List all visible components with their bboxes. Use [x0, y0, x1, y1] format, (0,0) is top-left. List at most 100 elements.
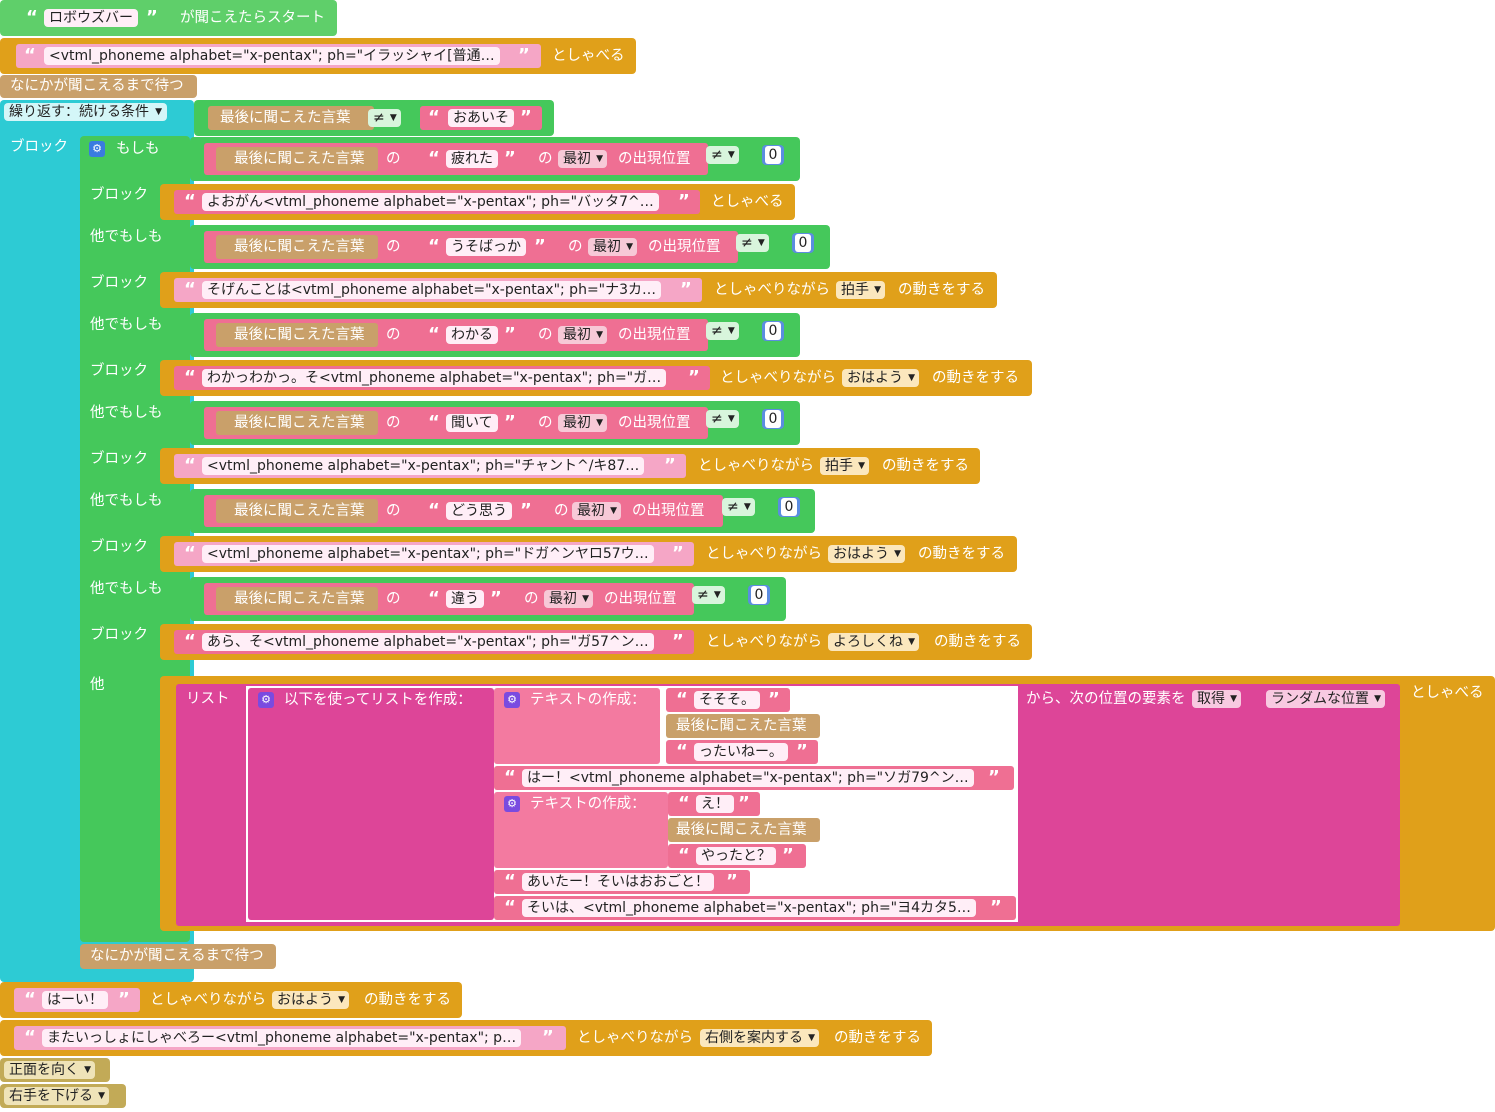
search-word-field[interactable]: わかる: [446, 326, 498, 344]
text-block[interactable]: “ ったいねー。 ”: [666, 740, 818, 764]
search-word-field[interactable]: 聞いて: [446, 414, 498, 432]
last-heard-block[interactable]: 最後に聞こえた言葉: [216, 411, 378, 435]
say-motion-block[interactable]: “ <vtml_phoneme alphabet="x-pentax"; ph=…: [160, 448, 980, 484]
text-join-block[interactable]: ⚙ テキストの作成：: [494, 688, 660, 764]
loop-condition-block[interactable]: 最後に聞こえた言葉 ≠▼ “ おあいそ ”: [194, 100, 554, 136]
say-motion-block[interactable]: “ またいっしょにしゃべろー<vtml_phoneme alphabet="x-…: [0, 1020, 932, 1056]
loop-mode-dropdown[interactable]: 繰り返す：続ける条件▼: [4, 103, 167, 121]
operator-dropdown[interactable]: ≠▼: [736, 234, 769, 252]
text-field[interactable]: やったと？: [696, 847, 776, 865]
position-mode-dropdown[interactable]: ランダムな位置▼: [1266, 690, 1385, 708]
text-block[interactable]: “ またいっしょにしゃべろー<vtml_phoneme alphabet="x-…: [14, 1026, 566, 1050]
motion-dropdown[interactable]: おはよう▼: [828, 545, 905, 563]
text-block[interactable]: “ よおがん<vtml_phoneme alphabet="x-pentax";…: [174, 190, 700, 214]
last-heard-block[interactable]: 最後に聞こえた言葉: [216, 235, 378, 259]
settings-gear-icon[interactable]: ⚙: [504, 796, 520, 812]
position-dropdown[interactable]: 最初▼: [558, 414, 607, 432]
event-block[interactable]: “ ロボウズバー ” が聞こえたらスタート: [0, 0, 337, 36]
say-text-field[interactable]: <vtml_phoneme alphabet="x-pentax"; ph="ド…: [202, 545, 654, 563]
say-text-field[interactable]: <vtml_phoneme alphabet="x-pentax"; ph="チ…: [202, 457, 645, 475]
text-block[interactable]: “ <vtml_phoneme alphabet="x-pentax"; ph=…: [16, 44, 541, 68]
motion-dropdown[interactable]: おはよう▼: [842, 369, 919, 387]
text-join-block[interactable]: ⚙ テキストの作成：: [494, 792, 668, 868]
number-block[interactable]: 0: [762, 321, 784, 341]
say-motion-block[interactable]: “ そげんことは<vtml_phoneme alphabet="x-pentax…: [160, 272, 997, 308]
position-dropdown[interactable]: 最初▼: [588, 238, 637, 256]
motion-dropdown[interactable]: 拍手▼: [836, 281, 885, 299]
text-field[interactable]: はー！<vtml_phoneme alphabet="x-pentax"; ph…: [522, 769, 974, 787]
elseif-condition-block[interactable]: 最後に聞こえた言葉 の “ 聞いて ” の 最初▼ の出現位置 ≠▼ 0: [190, 401, 800, 445]
index-of-block[interactable]: 最後に聞こえた言葉 の “ どう思う ” の 最初▼ の出現位置: [204, 495, 723, 527]
operator-dropdown[interactable]: ≠▼: [368, 109, 401, 127]
last-heard-block[interactable]: 最後に聞こえた言葉: [208, 106, 374, 130]
elseif-condition-block[interactable]: 最後に聞こえた言葉 の “ うそばっか ” の 最初▼ の出現位置 ≠▼ 0: [190, 225, 830, 269]
settings-gear-icon[interactable]: ⚙: [504, 692, 520, 708]
say-text-field[interactable]: そげんことは<vtml_phoneme alphabet="x-pentax";…: [202, 281, 662, 299]
say-motion-block[interactable]: “ はーい！ ” としゃべりながら おはよう▼ の動きをする: [0, 982, 462, 1018]
elseif-condition-block[interactable]: 最後に聞こえた言葉 の “ わかる ” の 最初▼ の出現位置 ≠▼ 0: [190, 313, 800, 357]
say-text-field[interactable]: またいっしょにしゃべろー<vtml_phoneme alphabet="x-pe…: [42, 1029, 522, 1047]
text-block[interactable]: “ あら、そ<vtml_phoneme alphabet="x-pentax";…: [174, 630, 694, 654]
say-motion-block[interactable]: “ あら、そ<vtml_phoneme alphabet="x-pentax";…: [160, 624, 1032, 660]
index-of-block[interactable]: 最後に聞こえた言葉 の “ 違う ” の 最初▼ の出現位置: [204, 583, 694, 615]
last-heard-block[interactable]: 最後に聞こえた言葉: [216, 499, 378, 523]
say-text-field[interactable]: わかっわかっ。そ<vtml_phoneme alphabet="x-pentax…: [202, 369, 667, 387]
if-condition-block[interactable]: 最後に聞こえた言葉 の “ 疲れた ” の 最初▼ の出現位置 ≠▼ 0: [190, 137, 800, 181]
text-block[interactable]: “ はーい！ ”: [14, 988, 140, 1012]
number-block[interactable]: 0: [762, 145, 784, 165]
motion-dropdown[interactable]: おはよう▼: [272, 991, 349, 1009]
text-block[interactable]: “ そそそ。 ”: [666, 688, 790, 712]
text-block[interactable]: “ やったと？ ”: [668, 844, 806, 868]
motion-dropdown[interactable]: 右側を案内する▼: [700, 1029, 819, 1047]
lower-right-hand-dropdown[interactable]: 右手を下げる▼: [4, 1087, 109, 1105]
say-block[interactable]: “ <vtml_phoneme alphabet="x-pentax"; ph=…: [0, 38, 636, 74]
motion-dropdown[interactable]: よろしくね▼: [828, 633, 919, 651]
say-text-field[interactable]: はーい！: [42, 991, 108, 1009]
operator-dropdown[interactable]: ≠▼: [722, 498, 755, 516]
say-text-field[interactable]: よおがん<vtml_phoneme alphabet="x-pentax"; p…: [202, 193, 659, 211]
text-block[interactable]: “ <vtml_phoneme alphabet="x-pentax"; ph=…: [174, 542, 694, 566]
settings-gear-icon[interactable]: ⚙: [89, 141, 105, 157]
text-block[interactable]: “ そいは、<vtml_phoneme alphabet="x-pentax";…: [494, 896, 1016, 920]
position-dropdown[interactable]: 最初▼: [572, 502, 621, 520]
face-front-dropdown[interactable]: 正面を向く▼: [4, 1061, 95, 1079]
operator-dropdown[interactable]: ≠▼: [692, 586, 725, 604]
position-dropdown[interactable]: 最初▼: [558, 150, 607, 168]
text-field[interactable]: え！: [696, 795, 734, 813]
last-heard-block[interactable]: 最後に聞こえた言葉: [668, 818, 820, 842]
last-heard-block[interactable]: 最後に聞こえた言葉: [216, 147, 378, 171]
text-field[interactable]: そいは、<vtml_phoneme alphabet="x-pentax"; p…: [522, 899, 976, 917]
text-block[interactable]: “ はー！<vtml_phoneme alphabet="x-pentax"; …: [494, 766, 1014, 790]
wait-block[interactable]: なにかが聞こえるまで待つ: [0, 75, 197, 98]
index-of-block[interactable]: 最後に聞こえた言葉 の “ 聞いて ” の 最初▼ の出現位置: [204, 407, 708, 439]
index-of-block[interactable]: 最後に聞こえた言葉 の “ うそばっか ” の 最初▼ の出現位置: [204, 231, 738, 263]
text-block[interactable]: “ <vtml_phoneme alphabet="x-pentax"; ph=…: [174, 454, 686, 478]
text-block[interactable]: “ あいたー！そいはおおごと！ ”: [494, 870, 750, 894]
operator-dropdown[interactable]: ≠▼: [706, 322, 739, 340]
search-word-field[interactable]: 違う: [446, 590, 484, 608]
last-heard-block[interactable]: 最後に聞こえた言葉: [216, 323, 378, 347]
search-word-field[interactable]: どう思う: [446, 502, 512, 520]
last-heard-block[interactable]: 最後に聞こえた言葉: [216, 587, 378, 611]
search-word-field[interactable]: うそばっか: [446, 238, 526, 256]
index-of-block[interactable]: 最後に聞こえた言葉 の “ わかる ” の 最初▼ の出現位置: [204, 319, 708, 351]
last-heard-block[interactable]: 最後に聞こえた言葉: [666, 714, 820, 738]
operator-dropdown[interactable]: ≠▼: [706, 410, 739, 428]
motion-dropdown[interactable]: 拍手▼: [820, 457, 869, 475]
number-block[interactable]: 0: [792, 233, 814, 253]
say-motion-block[interactable]: “ わかっわかっ。そ<vtml_phoneme alphabet="x-pent…: [160, 360, 1032, 396]
say-text-field[interactable]: <vtml_phoneme alphabet="x-pentax"; ph="イ…: [44, 47, 500, 65]
elseif-condition-block[interactable]: 最後に聞こえた言葉 の “ どう思う ” の 最初▼ の出現位置 ≠▼ 0: [190, 489, 815, 533]
number-block[interactable]: 0: [778, 497, 800, 517]
text-field[interactable]: ったいねー。: [694, 743, 788, 761]
condition-word-field[interactable]: おあいそ: [448, 109, 514, 127]
text-block[interactable]: “ え！ ”: [668, 792, 760, 816]
create-list-block[interactable]: ⚙ 以下を使ってリストを作成：: [248, 688, 494, 920]
search-word-field[interactable]: 疲れた: [446, 150, 498, 168]
text-block[interactable]: “ そげんことは<vtml_phoneme alphabet="x-pentax…: [174, 278, 702, 302]
wait-block[interactable]: なにかが聞こえるまで待つ: [80, 944, 276, 969]
position-dropdown[interactable]: 最初▼: [558, 326, 607, 344]
get-mode-dropdown[interactable]: 取得▼: [1192, 690, 1241, 708]
event-phrase-field[interactable]: ロボウズバー: [44, 9, 138, 27]
text-block[interactable]: “ わかっわかっ。そ<vtml_phoneme alphabet="x-pent…: [174, 366, 710, 390]
